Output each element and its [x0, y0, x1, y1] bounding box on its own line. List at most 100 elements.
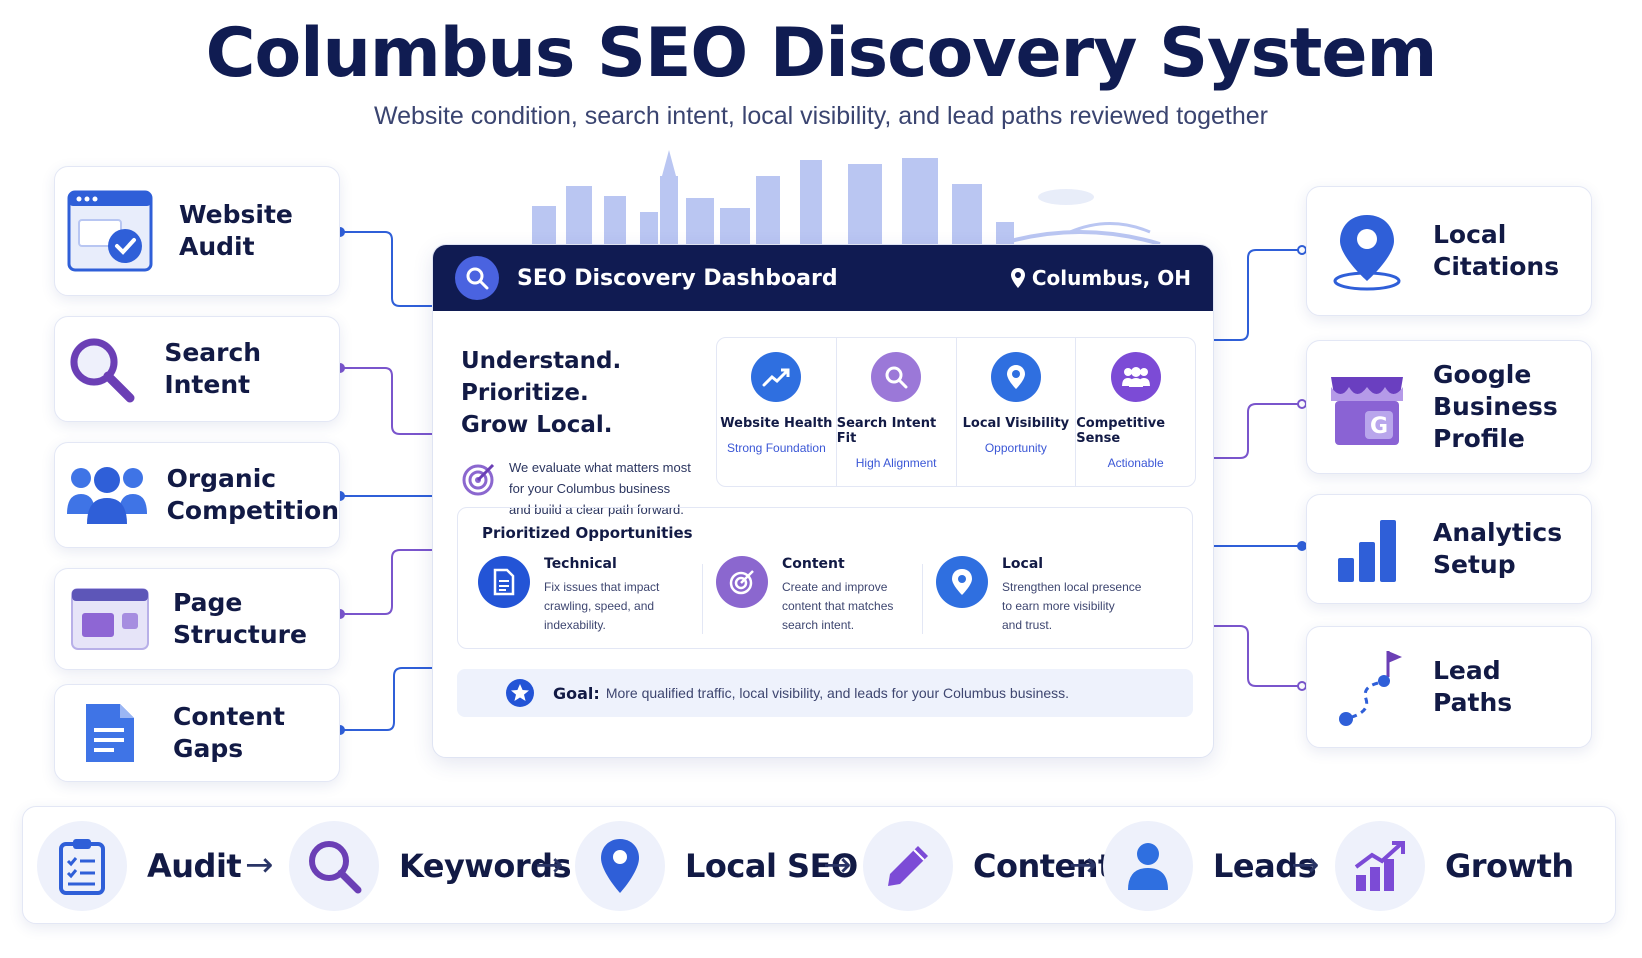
opportunity-title: Content — [782, 556, 845, 572]
search-icon — [455, 256, 499, 300]
card-organic-competition[interactable]: Organic Competition — [54, 442, 340, 548]
arrow-right-icon: → — [535, 845, 564, 885]
group-icon — [1110, 352, 1161, 402]
card-analytics-setup[interactable]: Analytics Setup — [1306, 494, 1592, 604]
metric-local-visibility[interactable]: Local Visibility Opportunity — [957, 338, 1077, 486]
metric-name: Search Intent Fit — [836, 416, 937, 446]
flow-step-growth[interactable]: Growth — [1335, 821, 1574, 911]
opportunity-title: Technical — [544, 556, 617, 572]
opportunity-desc: to earn more visibility — [1002, 599, 1115, 613]
seo-dashboard-panel: SEO Discovery Dashboard Columbus, OH Und… — [432, 244, 1214, 758]
card-label: Gaps — [173, 734, 244, 763]
hero-heading: Grow Local. — [461, 412, 613, 438]
opportunities-heading: Prioritized Opportunities — [482, 524, 693, 542]
card-label: Organic — [166, 464, 277, 493]
opportunity-technical[interactable]: Technical Fix issues that impact crawlin… — [478, 556, 694, 635]
card-label: Paths — [1433, 688, 1513, 717]
goal-text: More qualified traffic, local visibility… — [605, 685, 1070, 701]
flow-step-label: Leads — [1213, 847, 1317, 885]
flow-step-content[interactable]: Content — [863, 821, 1113, 911]
card-content-gaps[interactable]: Content Gaps — [54, 684, 340, 782]
arrow-right-icon: → — [245, 845, 274, 885]
card-page-structure[interactable]: Page Structure — [54, 568, 340, 670]
page-layout-icon — [55, 587, 165, 651]
search-icon — [871, 352, 922, 402]
magnifier-icon — [55, 334, 146, 404]
evaluate-text: We evaluate what matters most — [509, 460, 691, 475]
location-label: Columbus, OH — [1010, 266, 1191, 290]
dashboard-hero: Understand. Prioritize. Grow Local. We e… — [461, 345, 711, 520]
metric-website-health[interactable]: Website Health Strong Foundation — [717, 338, 837, 486]
card-label: Website — [179, 200, 293, 229]
card-label: Local — [1433, 220, 1507, 249]
opportunity-desc: indexability. — [544, 618, 606, 632]
card-search-intent[interactable]: Search Intent — [54, 316, 340, 422]
opportunity-content[interactable]: Content Create and improve content that … — [716, 556, 932, 635]
flow-step-label: Local SEO — [685, 847, 858, 885]
dashboard-title: SEO Discovery Dashboard — [517, 265, 838, 291]
card-label: Search Intent — [164, 338, 262, 399]
opportunity-title: Local — [1002, 556, 1044, 572]
card-website-audit[interactable]: Website Audit — [54, 166, 340, 296]
metric-name: Competitive Sense — [1076, 416, 1166, 446]
card-label: Competition — [166, 496, 339, 525]
metric-status: Actionable — [1107, 456, 1164, 470]
card-label: Setup — [1433, 550, 1516, 579]
arrow-right-icon: → — [1069, 845, 1098, 885]
browser-check-icon — [55, 188, 165, 274]
metric-competitive-sense[interactable]: Competitive Sense Actionable — [1076, 338, 1195, 486]
opportunity-desc: and trust. — [1002, 618, 1053, 632]
page-title: Columbus SEO Discovery System — [205, 14, 1438, 93]
map-pin-icon — [1307, 211, 1427, 291]
opportunity-local[interactable]: Local Strengthen local presence to earn … — [936, 556, 1182, 635]
document-icon — [478, 556, 530, 608]
location-text: Columbus, OH — [1031, 266, 1191, 290]
card-label: Business — [1433, 392, 1558, 421]
metric-name: Website Health — [720, 416, 833, 431]
card-label: Audit — [179, 232, 255, 261]
flow-step-local-seo[interactable]: Local SEO — [575, 821, 858, 911]
goal-banner: Goal: More qualified traffic, local visi… — [457, 669, 1193, 717]
hero-heading: Understand. Prioritize. — [461, 348, 622, 406]
location-pin-icon — [990, 352, 1041, 402]
opportunity-desc: Create and improve — [782, 580, 888, 594]
evaluate-text: for your Columbus business — [509, 481, 671, 496]
process-flow: Audit → Keywords → Local SEO → Content →… — [22, 806, 1616, 924]
card-label: Profile — [1433, 424, 1525, 453]
target-icon — [716, 556, 768, 608]
divider — [702, 564, 703, 634]
clipboard-checklist-icon — [37, 821, 127, 911]
card-label: Google — [1433, 360, 1532, 389]
opportunity-desc: search intent. — [782, 618, 855, 632]
card-label: Page — [173, 588, 243, 617]
metric-status: High Alignment — [855, 456, 937, 470]
people-group-icon — [55, 464, 159, 526]
card-label: Analytics — [1433, 518, 1563, 547]
storefront-icon: G — [1307, 367, 1427, 447]
city-skyline-icon — [532, 150, 1161, 246]
card-google-business-profile[interactable]: G Google Business Profile — [1306, 340, 1592, 474]
opportunity-desc: content that matches — [782, 599, 894, 613]
card-lead-paths[interactable]: Lead Paths — [1306, 626, 1592, 748]
metric-name: Local Visibility — [962, 416, 1070, 431]
flow-step-audit[interactable]: Audit — [37, 821, 242, 911]
svg-text:G: G — [1370, 414, 1388, 439]
flow-step-keywords[interactable]: Keywords — [289, 821, 572, 911]
flow-step-label: Growth — [1445, 847, 1574, 885]
card-label: Content — [173, 702, 285, 731]
dashboard-header: SEO Discovery Dashboard Columbus, OH — [433, 245, 1213, 311]
flow-step-leads[interactable]: Leads — [1103, 821, 1317, 911]
flow-step-label: Audit — [147, 847, 242, 885]
bar-chart-icon — [1307, 514, 1427, 584]
location-pin-icon — [936, 556, 988, 608]
document-icon — [55, 700, 165, 766]
card-local-citations[interactable]: Local Citations — [1306, 186, 1592, 316]
flow-step-label: Keywords — [399, 847, 572, 885]
metric-search-intent-fit[interactable]: Search Intent Fit High Alignment — [837, 338, 957, 486]
card-label: Lead — [1433, 656, 1501, 685]
metric-status: Opportunity — [984, 441, 1047, 455]
evaluate-text: and build a clear path forward. — [509, 502, 684, 517]
map-pin-icon — [575, 821, 665, 911]
growth-chart-icon — [1335, 821, 1425, 911]
person-icon — [1103, 821, 1193, 911]
